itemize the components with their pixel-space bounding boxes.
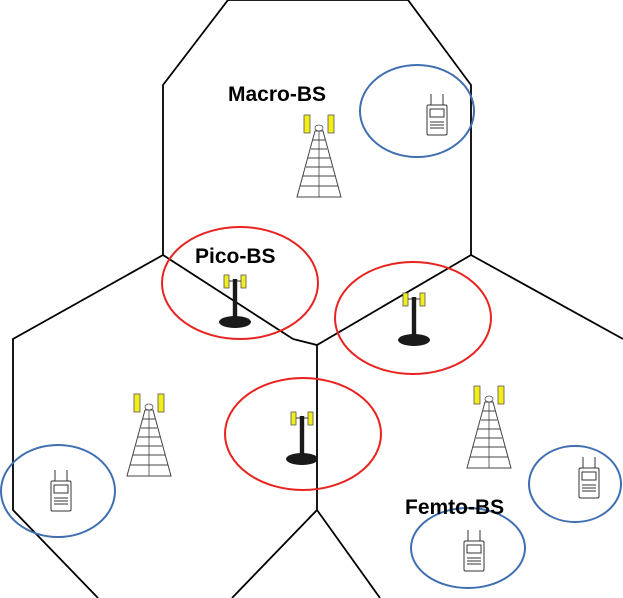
user-device-icon bbox=[463, 529, 485, 572]
left-cell-boundary bbox=[12, 254, 164, 598]
user-device-icon bbox=[50, 469, 72, 512]
pico-bs-antenna-icon bbox=[397, 292, 431, 347]
pico-coverage-1 bbox=[161, 226, 319, 340]
pico-bs-antenna-icon bbox=[285, 411, 319, 466]
femto-coverage-right bbox=[528, 445, 622, 523]
user-device-icon bbox=[426, 93, 448, 136]
cell-boundaries bbox=[12, 0, 623, 598]
femto-bs-label: Femto-BS bbox=[405, 496, 505, 519]
femto-coverage-left bbox=[0, 444, 116, 538]
macro-bs-tower-icon bbox=[466, 385, 512, 469]
pico-bs-antenna-icon bbox=[218, 274, 252, 329]
lower-cell-boundary bbox=[231, 254, 472, 598]
femto-coverage-top bbox=[359, 64, 475, 158]
macro-bs-label: Macro-BS bbox=[228, 83, 327, 106]
pico-coverage-3 bbox=[224, 377, 382, 491]
pico-coverage-2 bbox=[334, 261, 492, 375]
macro-bs-tower-icon bbox=[296, 114, 342, 198]
femto-coverage-bottom bbox=[410, 507, 526, 589]
user-device-icon bbox=[578, 456, 600, 499]
pico-bs-label: Pico-BS bbox=[195, 245, 276, 268]
right-cell-boundary bbox=[470, 254, 623, 340]
macro-bs-tower-icon bbox=[126, 393, 172, 477]
